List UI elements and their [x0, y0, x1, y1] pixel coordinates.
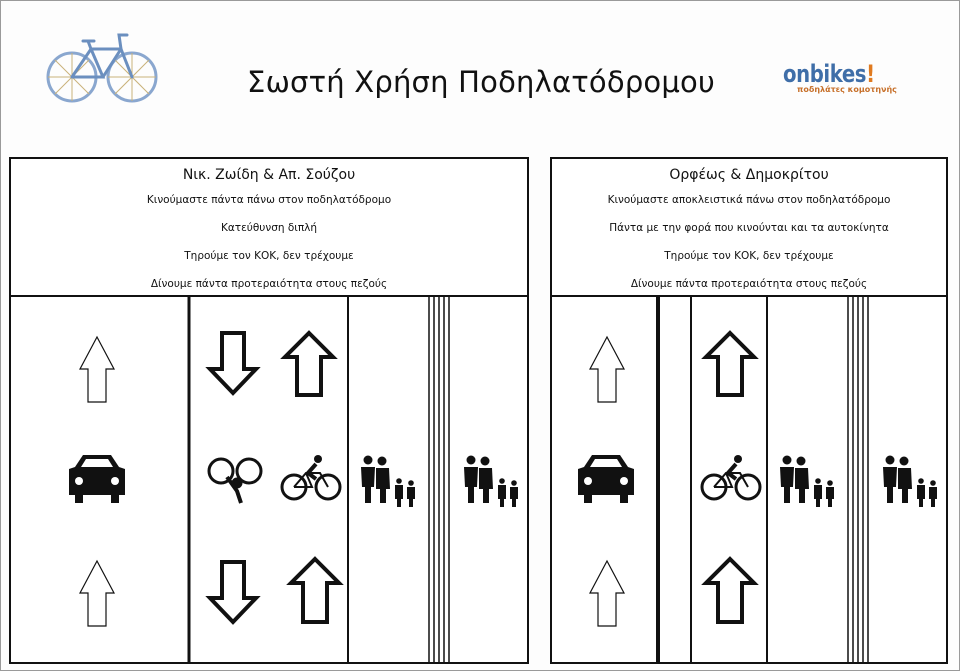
rule-text: Τηρούμε τον ΚΟΚ, δεν τρέχουμε — [184, 250, 354, 262]
cyclist-icon — [280, 455, 342, 501]
up-arrow-icon — [79, 559, 115, 627]
street-name: Νικ. Ζωίδη & Απ. Σούζου — [182, 167, 356, 183]
up-arrow-icon — [701, 330, 759, 397]
down-arrow-icon — [205, 560, 261, 625]
car-icon — [69, 455, 125, 503]
down-arrow-icon — [205, 331, 261, 396]
rule-text: Κινούμαστε πάντα πάνω στον ποδηλατόδρομο — [146, 194, 392, 206]
car-icon — [578, 455, 634, 503]
pedestrians-icon — [464, 455, 518, 507]
rule-text: Τηρούμε τον ΚΟΚ, δεν τρέχουμε — [664, 250, 834, 262]
cyclist-icon — [700, 455, 762, 501]
up-arrow-icon — [589, 335, 625, 403]
road-cross-section — [552, 297, 946, 662]
street-panel-left: Νικ. Ζωίδη & Απ. Σούζου Κινούμαστε πάντα… — [9, 157, 529, 664]
brand-logo: onbikes! ποδηλάτες κομοτηνής — [783, 61, 913, 94]
street-name: Ορφέως & Δημοκρίτου — [669, 167, 829, 183]
pedestrians-icon — [780, 455, 834, 507]
pedestrians-icon — [361, 455, 415, 507]
rules-box: Νικ. Ζωίδη & Απ. Σούζου Κινούμαστε πάντα… — [11, 159, 527, 297]
up-arrow-icon — [589, 559, 625, 627]
brand-tagline: ποδηλάτες κομοτηνής — [797, 85, 897, 94]
up-arrow-icon — [286, 556, 344, 624]
road-cross-section — [11, 297, 527, 662]
fallen-cyclist-icon — [207, 457, 263, 504]
lanes-diagram — [69, 297, 518, 662]
page-title: Σωστή Χρήση Ποδηλατόδρομου — [247, 65, 715, 99]
lanes-diagram — [578, 297, 937, 662]
up-arrow-icon — [701, 556, 759, 624]
street-panel-right: Ορφέως & Δημοκρίτου Κινούμαστε αποκλειστ… — [550, 157, 948, 664]
up-arrow-icon — [280, 330, 338, 397]
pedestrians-icon — [883, 455, 937, 507]
rule-text: Δίνουμε πάντα προτεραιότητα στους πεζούς — [630, 278, 868, 290]
brand-name: onbikes! — [783, 60, 875, 88]
rule-text: Κινούμαστε αποκλειστικά πάνω στον ποδηλα… — [607, 194, 891, 206]
rule-text: Κατεύθυνση διπλή — [220, 222, 318, 234]
crosswalk-lines — [428, 297, 450, 662]
rule-text: Πάντα με την φορά που κινούνται και τα α… — [609, 222, 889, 234]
bicycle-icon — [46, 33, 158, 103]
up-arrow-icon — [79, 335, 115, 403]
rule-text: Δίνουμε πάντα προτεραιότητα στους πεζούς — [150, 278, 388, 290]
rules-box: Ορφέως & Δημοκρίτου Κινούμαστε αποκλειστ… — [552, 159, 946, 297]
crosswalk-lines — [847, 297, 869, 662]
